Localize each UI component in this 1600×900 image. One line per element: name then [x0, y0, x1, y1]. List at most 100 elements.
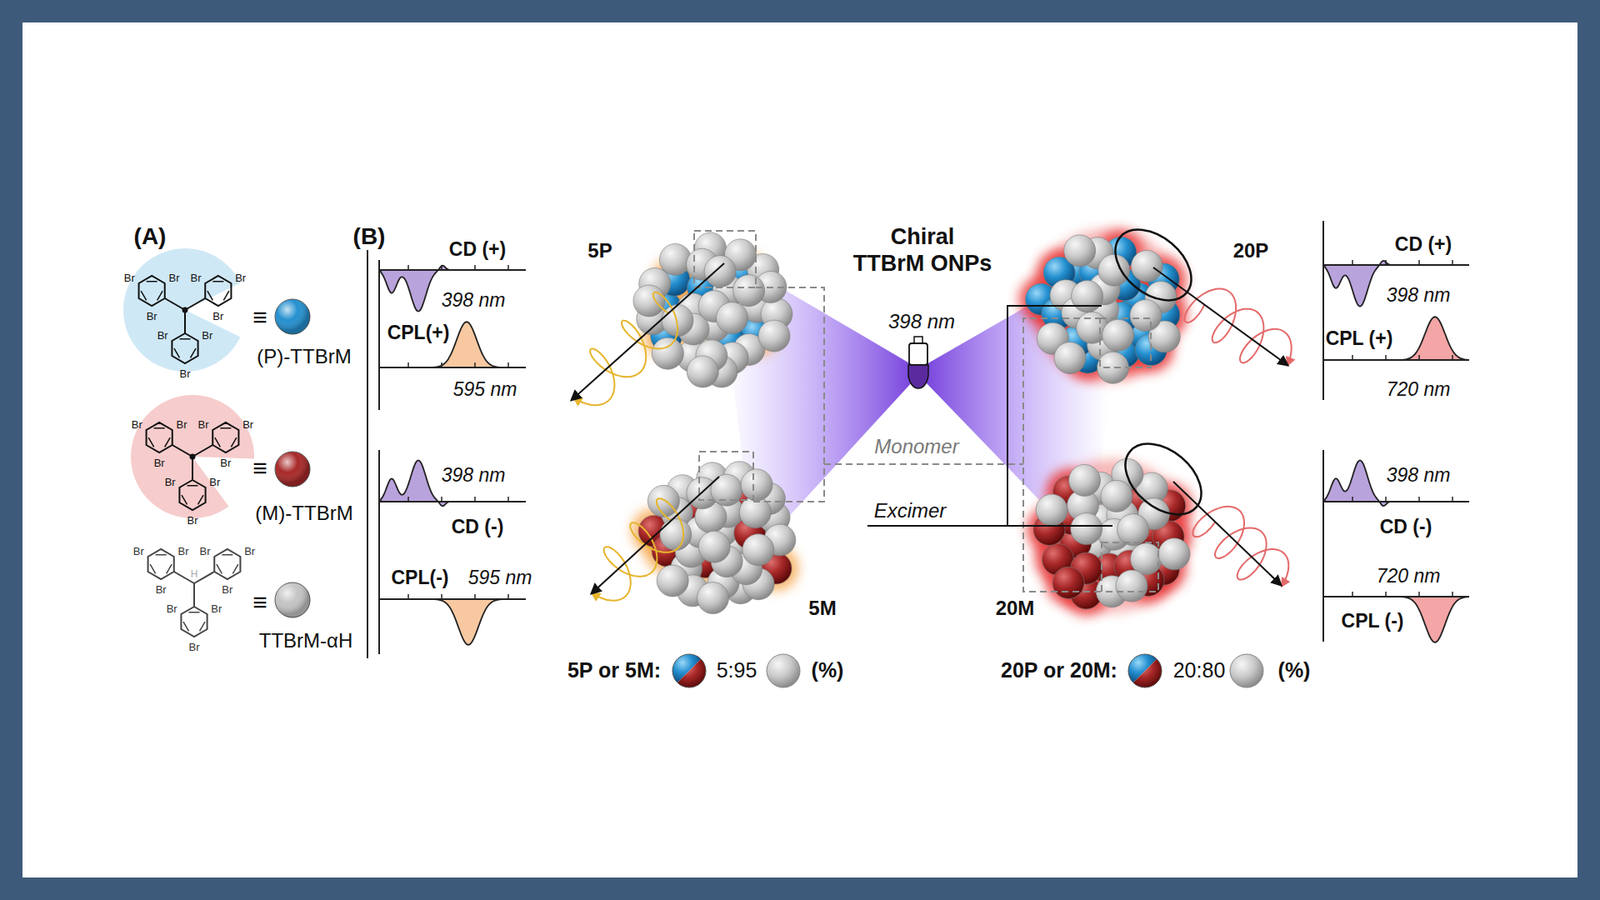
annotation-label: Br [244, 545, 255, 557]
spectrum-axis [378, 450, 380, 655]
legend-swatch [275, 582, 310, 618]
host-molecule [656, 565, 689, 597]
annotation-label: Br [201, 329, 213, 341]
annotation-label: Br [189, 641, 200, 654]
host-molecule [1098, 254, 1130, 286]
host-molecule [704, 255, 736, 288]
ratio-ball [766, 654, 800, 688]
nanoparticle: 5P [630, 227, 798, 395]
host-molecule [758, 320, 790, 352]
host-molecule [651, 337, 684, 370]
lamp-icon [908, 336, 929, 389]
axis-tick [1418, 591, 1420, 597]
annotation-label: 20P or 20M: [1000, 659, 1118, 683]
zoom-outline [824, 463, 1024, 465]
spectrum-axis [378, 260, 380, 410]
legend-swatch [275, 299, 310, 335]
molecule-structure [148, 549, 241, 637]
host-molecule [660, 519, 692, 551]
spectrum-axis [1322, 450, 1325, 642]
annotation-label: Monomer [874, 435, 959, 458]
annotation-label: Br [190, 271, 201, 284]
particle-label: 20M [995, 596, 1035, 620]
cpl-helix [591, 498, 684, 600]
annotation-label: CPL (+) [1325, 328, 1394, 350]
particle-cluster [1029, 452, 1196, 620]
zoom-outline [699, 451, 754, 500]
spectrum-axis [379, 366, 526, 369]
excimer-leader [867, 525, 1113, 527]
host-molecule [740, 469, 773, 501]
annotation-label: 720 nm [1386, 379, 1451, 400]
emission-arrow [1173, 481, 1281, 585]
host-molecule [698, 530, 730, 563]
host-molecule [647, 485, 680, 517]
host-molecule [1054, 341, 1086, 374]
annotation-label: (%) [811, 659, 845, 683]
annotation-label: 5:95 [716, 659, 758, 683]
annotation-label: (%) [1278, 659, 1311, 683]
cpl-helix [1184, 289, 1291, 366]
axis-tick [407, 594, 410, 600]
molecule-structure [139, 275, 232, 364]
axis-tick [407, 496, 410, 502]
axis-tick [1385, 355, 1387, 360]
annotation-label: CPL(+) [387, 322, 450, 344]
annotation-label: Br [199, 545, 210, 557]
cpl-helix [574, 292, 678, 405]
particle-label: 5M [808, 596, 836, 620]
annotation-label: Br [220, 457, 231, 470]
axis-tick [407, 265, 410, 270]
axis-tick [474, 362, 476, 368]
axis-tick [1451, 355, 1454, 360]
axis-tick [1418, 355, 1420, 360]
annotation-label: Br [235, 271, 246, 284]
annotation-label: CD (-) [451, 516, 505, 538]
annotation-label: 5P or 5M: [567, 659, 661, 683]
host-molecule [733, 275, 765, 307]
nanoparticle: 5M [635, 452, 803, 620]
axis-tick [507, 594, 510, 600]
host-molecule [1100, 480, 1133, 512]
annotation-label: Br [180, 368, 191, 380]
annotation-label: H [190, 569, 199, 580]
spectrum-band [433, 599, 504, 645]
swatch-shine [275, 582, 310, 618]
annotation-label: Br [221, 584, 233, 596]
spectrum-axis [379, 500, 526, 503]
ratio-ball [672, 654, 706, 688]
annotation-label: Br [165, 475, 176, 488]
host-molecule [697, 582, 730, 615]
chiral-molecule [1052, 566, 1085, 599]
annotation-label: 20:80 [1173, 659, 1226, 683]
axis-tick [1385, 260, 1387, 265]
zoom-outline [1101, 542, 1159, 592]
spectrum-axis [1323, 359, 1470, 361]
annotation-label: 398 nm [888, 310, 955, 333]
annotation-label: Br [187, 515, 199, 527]
axis-tick [507, 265, 510, 270]
annotation-label: Br [176, 418, 188, 430]
molecule-structure [146, 422, 240, 510]
host-molecule [1069, 464, 1101, 496]
molecule-backdrop [123, 248, 241, 372]
annotation-label: (B) [353, 224, 386, 250]
annotation-label: CD (+) [1395, 234, 1452, 255]
axis-tick [474, 496, 476, 502]
annotation-label: ≡ [252, 303, 268, 331]
annotation-label: Br [155, 584, 167, 596]
annotation-label: Br [124, 271, 135, 284]
host-molecule [1130, 543, 1163, 575]
annotation-label: 720 nm [1376, 565, 1441, 587]
annotation-label: 398 nm [1386, 465, 1451, 486]
zoom-outline [694, 230, 756, 288]
ratio-ball [1128, 654, 1162, 688]
host-molecule [661, 305, 694, 337]
spectrum-axis [1323, 595, 1470, 598]
particle-cluster [1024, 222, 1191, 390]
diagram-title: Chiral TTBrM ONPs [839, 223, 1006, 278]
legend-text: (M)-TTBrM [255, 502, 353, 525]
panel [22, 22, 1578, 878]
axis-tick [440, 496, 443, 502]
axis-tick [1451, 591, 1454, 597]
